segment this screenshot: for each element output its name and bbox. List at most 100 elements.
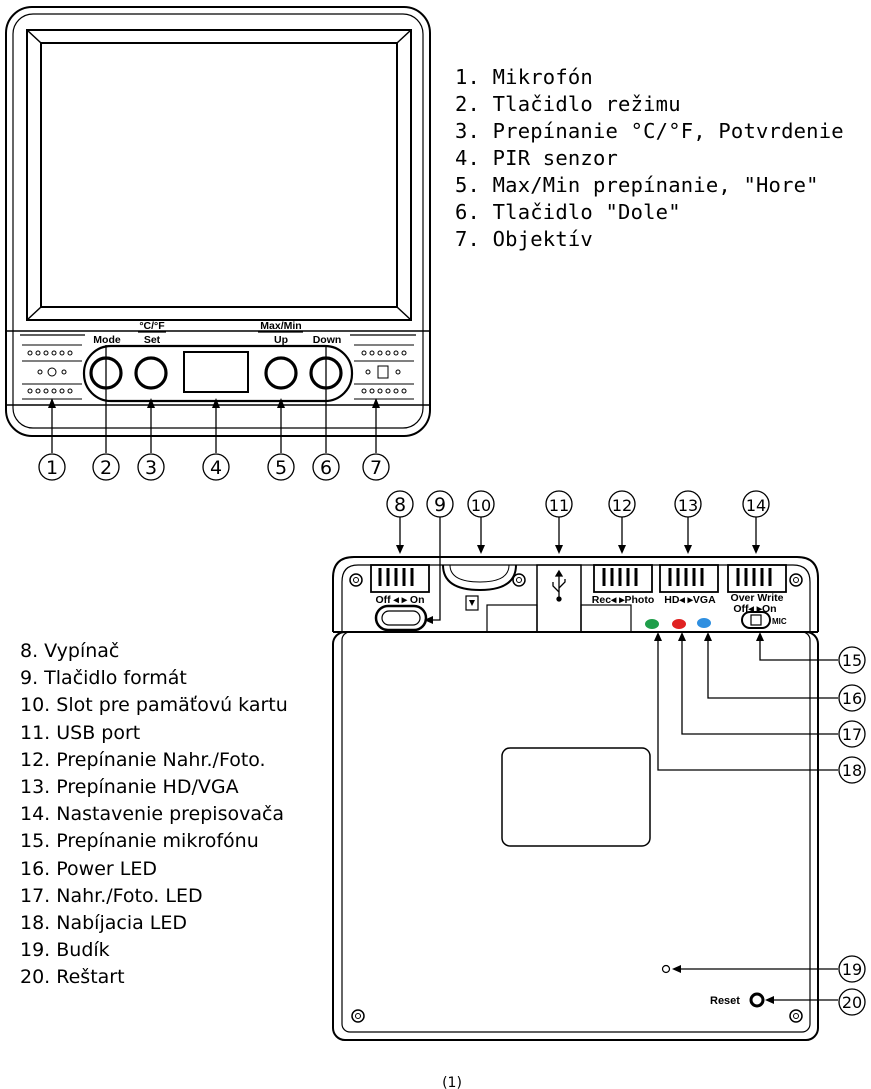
legend-item: 5. Max/Min prepínanie, "Hore" xyxy=(455,173,819,197)
maxmin-label: Max/Min xyxy=(260,320,301,332)
callout-3-text: 3 xyxy=(145,457,157,479)
front-legend: 1. Mikrofón 2. Tlačidlo režimu 3. Prepín… xyxy=(455,64,844,253)
over-write-label: Over Write xyxy=(731,592,784,604)
mode-label: Mode xyxy=(93,334,121,346)
callout-9 xyxy=(426,490,454,518)
up-label: Up xyxy=(274,334,288,346)
rec-photo-led xyxy=(672,619,686,629)
legend-item: 12. Prepínanie Nahr./Foto. xyxy=(20,748,266,771)
legend-item: 18. Nabíjacia LED xyxy=(20,912,188,935)
callout-5 xyxy=(267,453,295,481)
legend-item: 8. Vypínač xyxy=(20,640,120,662)
front-body xyxy=(5,6,431,437)
legend-item: 16. Power LED xyxy=(20,857,157,880)
set-label: Set xyxy=(144,334,161,346)
page-mark: (1) xyxy=(442,1075,462,1089)
callout-1 xyxy=(38,453,66,481)
back-legend: 8. Vypínač 9. Tlačidlo formát 10. Slot p… xyxy=(20,638,288,992)
callout-1-text: 1 xyxy=(46,457,58,479)
label-area xyxy=(501,747,651,847)
callout-9-text: 9 xyxy=(434,494,446,516)
microphone-grille xyxy=(22,344,82,400)
callout-14 xyxy=(742,490,770,518)
callout-5-text: 5 xyxy=(275,457,287,479)
callout-20 xyxy=(838,988,866,1016)
power-switch[interactable] xyxy=(370,564,430,593)
callout-13 xyxy=(674,490,702,518)
mic-label: MIC xyxy=(772,617,787,626)
format-button[interactable] xyxy=(374,604,428,632)
callout-2 xyxy=(92,453,120,481)
card-direction-icon xyxy=(469,600,475,606)
back-body xyxy=(332,631,819,1041)
usb-icon xyxy=(552,569,566,602)
screen-bezel xyxy=(26,29,412,321)
lens-grille xyxy=(354,344,414,400)
legend-item: 3. Prepínanie °C/°F, Potvrdenie xyxy=(455,119,844,143)
callout-4-text: 4 xyxy=(210,457,222,479)
legend-item: 9. Tlačidlo formát xyxy=(20,667,187,690)
legend-item: 4. PIR senzor xyxy=(455,146,619,170)
legend-item: 11. USB port xyxy=(20,721,141,744)
callout-16 xyxy=(838,684,866,712)
legend-item: 7. Objektív xyxy=(455,227,593,251)
up-button[interactable] xyxy=(264,356,298,390)
usb-port xyxy=(536,564,582,633)
off-on-2-label: Off◂ ▸On xyxy=(733,603,776,615)
legend-item: 10. Slot pre pamäťovú kartu xyxy=(20,694,288,717)
pir-sensor xyxy=(183,351,249,393)
control-strip xyxy=(82,344,354,403)
hd-vga-switch[interactable] xyxy=(659,564,719,593)
overwrite-switch[interactable] xyxy=(727,564,787,593)
callout-7 xyxy=(362,453,390,481)
card-slot xyxy=(442,564,517,592)
rec-photo-label: Rec◂ ▸Photo xyxy=(592,594,654,606)
callout-10 xyxy=(467,490,495,518)
callout-19-text: 19 xyxy=(842,960,862,979)
back-view xyxy=(332,556,819,1041)
power-led xyxy=(697,618,711,628)
callout-19 xyxy=(838,955,866,983)
hd-vga-label: HD◂ ▸VGA xyxy=(664,594,716,606)
reset-label: Reset xyxy=(710,995,740,1007)
callout-6-text: 6 xyxy=(320,457,332,479)
legend-item: 17. Nahr./Foto. LED xyxy=(20,884,203,907)
rec-photo-switch[interactable] xyxy=(593,564,653,593)
legend-item: 2. Tlačidlo režimu xyxy=(455,92,681,116)
legend-item: 14. Nastavenie prepisovača xyxy=(20,803,285,826)
callout-10-text: 10 xyxy=(471,496,491,515)
callout-18-text: 18 xyxy=(842,761,862,780)
callout-8 xyxy=(386,490,414,518)
callout-6 xyxy=(312,453,340,481)
down-label: Down xyxy=(313,334,342,346)
cf-label: °C/°F xyxy=(139,320,165,332)
callout-17-text: 17 xyxy=(842,725,862,744)
callout-15 xyxy=(838,646,866,674)
callout-20-text: 20 xyxy=(842,993,862,1012)
callout-12 xyxy=(608,490,636,518)
callout-13-text: 13 xyxy=(678,496,698,515)
callout-18 xyxy=(838,756,866,784)
off-on-label: Off ◂ ▸ On xyxy=(375,594,424,606)
legend-item: 15. Prepínanie mikrofónu xyxy=(20,830,259,853)
callout-12-text: 12 xyxy=(612,496,632,515)
callout-8-text: 8 xyxy=(394,494,406,516)
legend-item: 20. Reštart xyxy=(20,966,125,989)
legend-item: 13. Prepínanie HD/VGA xyxy=(20,776,239,799)
mic-switch[interactable] xyxy=(741,611,771,629)
callout-11 xyxy=(545,490,573,518)
callout-7-text: 7 xyxy=(370,457,382,479)
callout-3 xyxy=(137,453,165,481)
reset-button[interactable] xyxy=(749,992,765,1008)
screen xyxy=(40,42,398,308)
legend-item: 19. Budík xyxy=(20,939,110,962)
callout-11-text: 11 xyxy=(549,496,569,515)
callout-2-text: 2 xyxy=(100,457,112,479)
set-button[interactable] xyxy=(134,356,168,390)
alarm-buzzer xyxy=(661,964,671,974)
callout-15-text: 15 xyxy=(842,651,862,670)
legend-item: 1. Mikrofón xyxy=(455,65,593,89)
callout-16-text: 16 xyxy=(842,689,862,708)
callout-4 xyxy=(202,453,230,481)
